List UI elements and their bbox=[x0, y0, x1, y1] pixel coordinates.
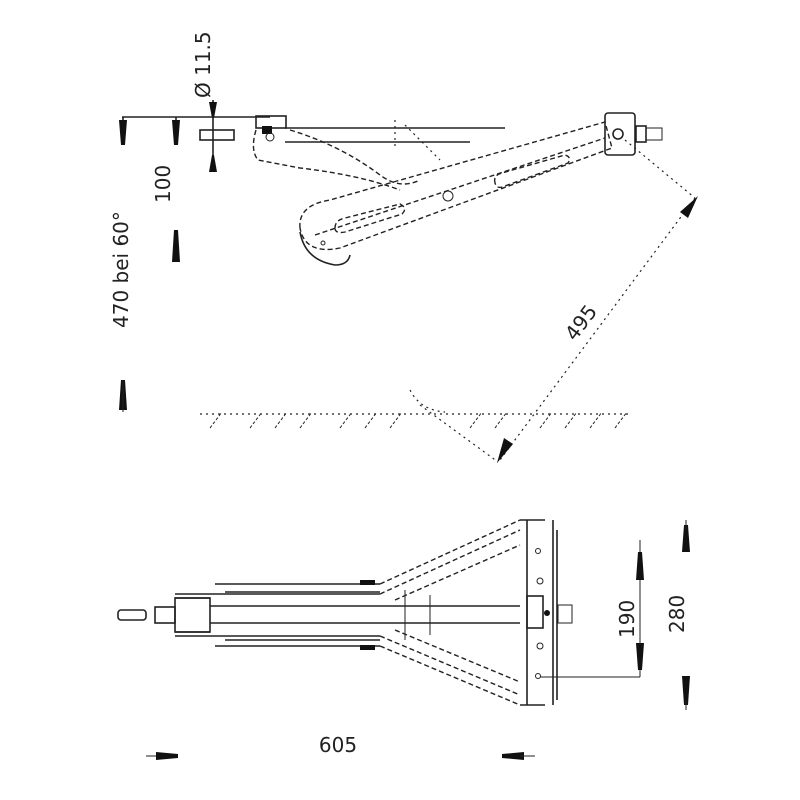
arm-length-label: 495 bbox=[560, 300, 602, 345]
hole-diameter-dimension bbox=[199, 100, 235, 172]
plate-width-label: 280 bbox=[665, 595, 689, 633]
plate-width-dimension bbox=[682, 520, 690, 710]
mount-height-label: 100 bbox=[151, 165, 175, 203]
spindle-tubes bbox=[175, 580, 520, 650]
extension-height-label: 470 bei 60° bbox=[109, 211, 133, 328]
overall-length-label: 605 bbox=[319, 733, 357, 757]
top-view: 190 280 605 bbox=[117, 519, 690, 760]
side-view: Ø 11.5 470 bei 60° 100 bbox=[109, 31, 698, 463]
fold-marks bbox=[394, 120, 441, 161]
mounting-plate bbox=[520, 519, 573, 706]
crank-pin bbox=[117, 597, 211, 633]
v-arms bbox=[379, 519, 521, 706]
ground-hatching bbox=[200, 411, 630, 429]
hole-diameter-label: Ø 11.5 bbox=[191, 31, 215, 98]
arm-end-block bbox=[604, 112, 663, 156]
mount-height-dimension bbox=[172, 117, 180, 262]
mount-bracket bbox=[252, 115, 505, 191]
main-arm bbox=[299, 121, 613, 266]
overall-length-dimension bbox=[146, 752, 535, 760]
hole-spacing-dimension bbox=[540, 540, 644, 678]
upper-link bbox=[289, 129, 421, 185]
arm-length-dimension bbox=[409, 139, 698, 463]
hole-spacing-label: 190 bbox=[615, 600, 639, 638]
extension-height-dimension bbox=[119, 117, 127, 412]
